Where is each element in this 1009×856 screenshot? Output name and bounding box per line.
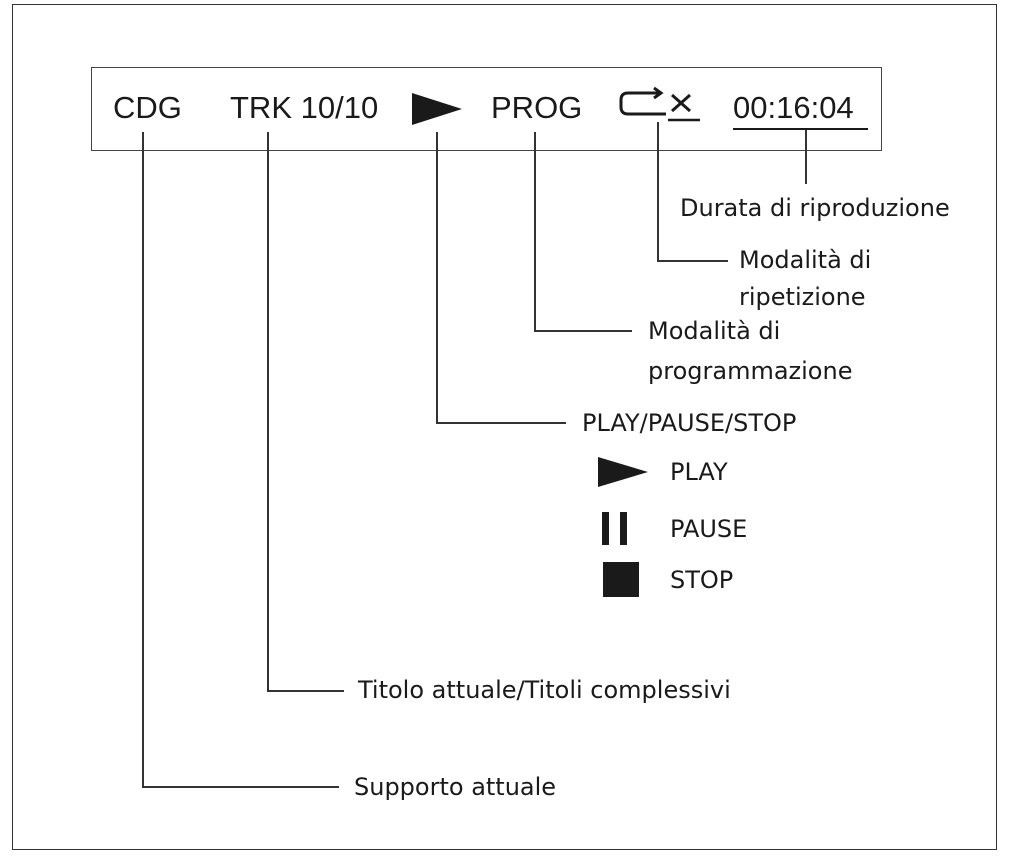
leader-media	[142, 132, 339, 788]
label-media: Supporto attuale	[354, 773, 557, 801]
stop-icon	[603, 562, 639, 597]
pause-icon	[602, 512, 627, 545]
legend-pause-label: PAUSE	[670, 515, 748, 543]
repeat-off-icon	[619, 86, 700, 122]
label-playstate: PLAY/PAUSE/STOP	[582, 409, 797, 437]
play-icon	[598, 457, 648, 487]
label-program-1: Modalità di	[648, 317, 781, 345]
leader-program	[534, 132, 632, 332]
leader-playstate	[436, 132, 566, 424]
label-repeat-2: ripetizione	[739, 283, 866, 311]
display-time: 00:16:04	[733, 90, 854, 125]
display-media: CDG	[113, 90, 182, 125]
legend-play-label: PLAY	[670, 458, 728, 486]
label-program-2: programmazione	[648, 357, 853, 385]
label-repeat-1: Modalità di	[739, 246, 872, 274]
play-icon	[412, 93, 462, 125]
label-duration: Durata di riproduzione	[680, 194, 950, 222]
lcd-display-bar	[91, 67, 882, 151]
display-track: TRK 10/10	[230, 90, 379, 125]
legend-stop-label: STOP	[670, 566, 734, 594]
label-title: Titolo attuale/Titoli complessivi	[358, 676, 731, 704]
leader-title	[267, 132, 344, 692]
display-program: PROG	[491, 90, 583, 125]
leader-repeat	[657, 122, 728, 262]
diagram-frame	[12, 4, 997, 850]
